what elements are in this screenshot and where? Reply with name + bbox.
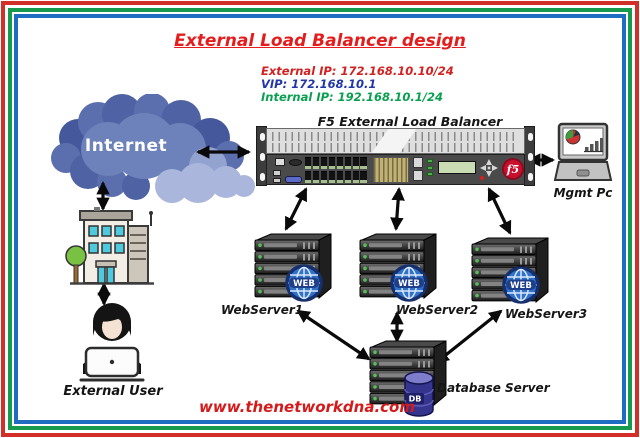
f5-usb-port [273,170,281,176]
f5-logo: f5 [502,158,524,180]
external-ip-text: External IP: 172.168.10.10/24 [261,64,454,78]
website-text: www.thenetworkdna.com [199,398,415,416]
webserver1-label: WebServer1 [221,303,304,317]
svg-text:WEB: WEB [293,279,315,289]
office-building-icon [65,207,154,285]
ip-info-block: External IP: 172.168.10.10/24 VIP: 172.1… [261,65,454,104]
webserver3-label: WebServer3 [505,307,588,321]
mgmt-pc-label: Mgmt Pc [553,186,613,200]
diagram-title: External Load Balancer design [174,31,466,51]
f5-usb-port2 [273,178,281,183]
f5-load-balancer-label: F5 External Load Balancer [317,114,503,129]
arrow-webserver3-db [435,309,503,364]
tree-icon [65,245,87,267]
svg-text:DB: DB [409,395,422,404]
f5-console-port [289,159,302,166]
f5-vent-panel [266,128,525,154]
database-server-label: Database Server [437,381,550,395]
f5-port-panel: f5 [266,154,525,185]
internet-cloud-icon [51,94,255,203]
mgmt-pc-icon [553,122,613,181]
f5-ethernet-ports [304,157,370,183]
f5-nav-buttons [479,159,498,181]
web-badge-icon: WEB [502,266,540,304]
f5-status-leds [427,159,433,179]
f5-lcd-screen [438,161,476,174]
arrow-f5-webserver1 [284,187,308,231]
db-badge-icon: DB [404,371,434,417]
f5-rack-ear-right [524,126,535,186]
arrow-f5-webserver2 [390,186,405,232]
bar-chart-icon [585,138,603,151]
external-user-icon [79,303,145,382]
web-badge-icon: WEB [285,264,323,302]
f5-sfp-cage2 [413,170,423,181]
internet-label: Internet [84,136,168,156]
vip-text: VIP: 172.168.10.1 [261,77,377,91]
f5-mgmt-port [275,158,285,166]
external-user-label: External User [63,384,163,399]
svg-text:WEB: WEB [510,281,532,291]
f5-sfp-cage [413,157,423,168]
internal-ip-text: Internal IP: 192.168.10.1/24 [261,90,443,104]
webserver2-label: WebServer2 [396,303,479,317]
arrow-f5-webserver3 [487,187,512,235]
arrow-webserver1-db [296,309,371,361]
svg-text:WEB: WEB [398,279,420,289]
f5-sfp-ports [373,157,409,183]
f5-vga-port [285,176,302,183]
web-badge-icon: WEB [390,264,428,302]
